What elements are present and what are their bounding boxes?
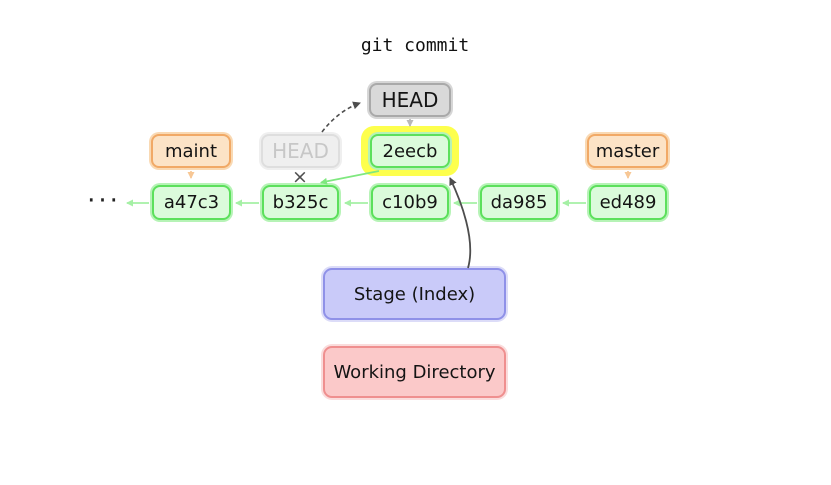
commit-node-a47c3: a47c3 [152, 185, 231, 220]
arrow-oldhead-to-head [321, 101, 361, 133]
stage-index-label: Stage (Index) [353, 283, 476, 305]
working-directory-box: Working Directory [323, 346, 506, 398]
old-head-pointer-label: HEAD [272, 139, 329, 163]
commit-node-da985: da985 [480, 185, 558, 220]
commit-b325c-id: b325c [272, 192, 329, 213]
commit-node-ed489: ed489 [589, 185, 667, 220]
branch-master-text: master [595, 140, 660, 162]
arrow-stage-to-2eecb [449, 177, 472, 269]
commit-node-2eecb: 2eecb [370, 134, 450, 168]
removed-head-cross: × [292, 166, 308, 188]
commit-da985-id: da985 [490, 192, 548, 213]
stage-index-box: Stage (Index) [323, 268, 506, 320]
commit-node-c10b9: c10b9 [371, 185, 449, 220]
head-pointer-box: HEAD [369, 83, 451, 117]
commit-node-b325c: b325c [262, 185, 339, 220]
commit-ed489-id: ed489 [599, 192, 657, 213]
branch-label-maint: maint [151, 134, 231, 168]
branch-maint-text: maint [164, 140, 218, 162]
commit-c10b9-id: c10b9 [382, 192, 438, 213]
commit-a47c3-id: a47c3 [163, 192, 220, 213]
working-directory-label: Working Directory [333, 361, 496, 383]
head-pointer-label: HEAD [381, 88, 439, 112]
branch-label-master: master [587, 134, 668, 168]
history-ellipsis: ··· [87, 186, 121, 216]
commit-2eecb-id: 2eecb [382, 140, 438, 162]
old-head-pointer-box: HEAD [261, 134, 340, 168]
diagram-title: git commit [360, 35, 470, 56]
